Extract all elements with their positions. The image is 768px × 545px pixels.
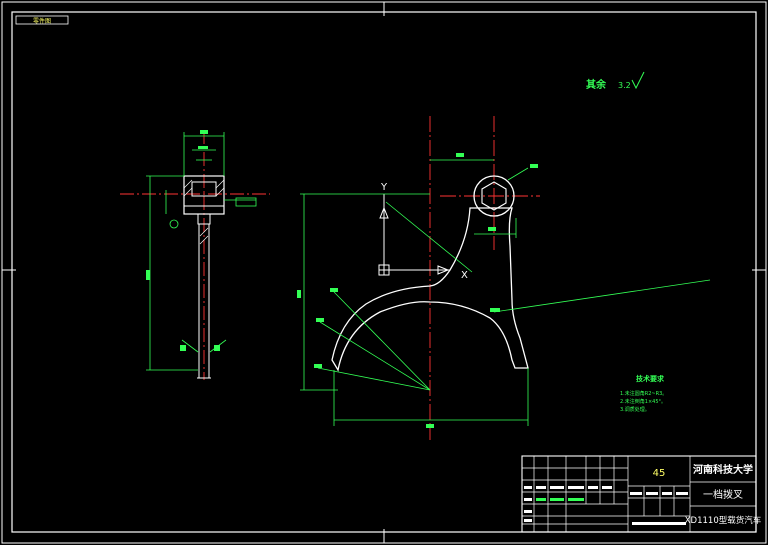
top-left-stamp: 零件图 [15,15,69,25]
title-block-material: 45 [653,468,666,479]
tech-note-1: 1.未注圆角R2~R3。 [620,390,667,397]
roughness-note: 其余 [586,78,607,91]
stamp-label: 零件图 [33,17,51,25]
roughness-value: 3.2 [618,81,631,90]
tech-note-2: 2.未注倒角1×45°。 [620,398,666,405]
title-block: 45 河南科技大学 一档拨叉 XD1110型载货汽车 [521,455,762,533]
tech-note-3: 3.调质处理。 [620,406,650,413]
side-view [120,130,270,380]
title-block-part-name: 一档拨叉 [703,488,743,501]
axis-x-label: X [461,270,468,281]
front-view: Y X [297,71,711,440]
axis-y-label: Y [380,182,388,193]
tech-notes-title: 技术要求 [636,374,665,383]
title-block-school: 河南科技大学 [693,463,753,476]
title-block-vehicle: XD1110型载货汽车 [685,515,762,526]
